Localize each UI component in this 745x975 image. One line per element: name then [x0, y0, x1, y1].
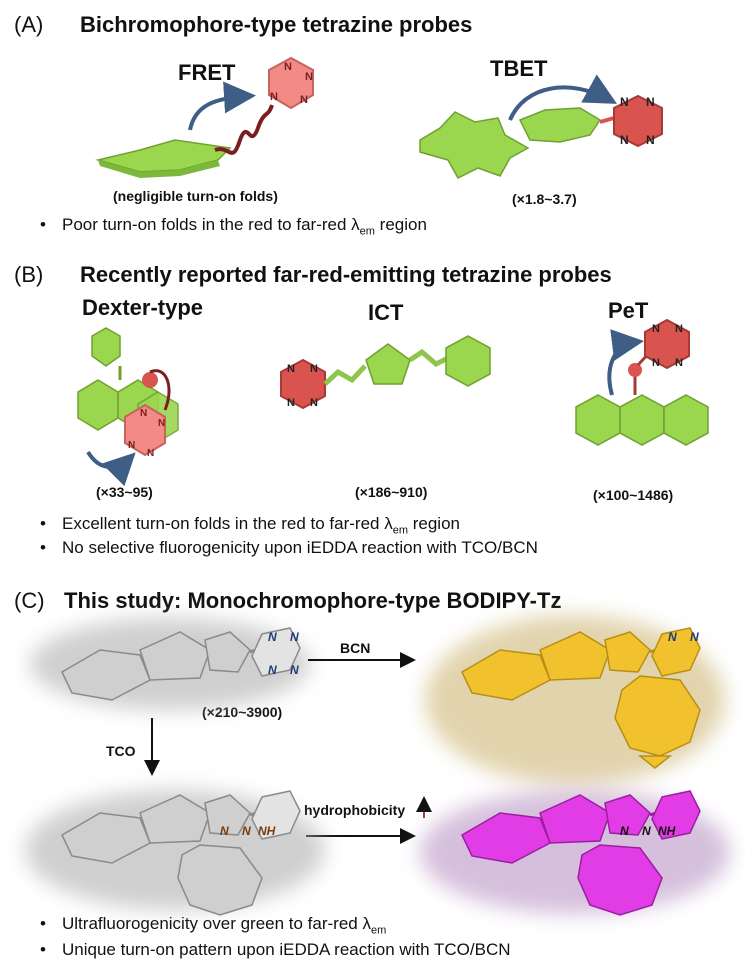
fret-label: FRET — [178, 60, 236, 85]
panel-c-bullet-2: •Unique turn-on pattern upon iEDDA react… — [40, 940, 511, 959]
bcn-product-molecule: N N — [425, 615, 725, 785]
magenta-product-molecule: N N NH — [420, 790, 730, 916]
n-atom: N — [290, 630, 299, 644]
n-atom: N — [284, 61, 292, 73]
panel-b-letter: (B) — [14, 262, 44, 287]
pet-tetrazine-ring: N N N N — [644, 318, 690, 370]
n-atom: N — [668, 630, 677, 644]
n-atom: N — [140, 408, 147, 419]
pet-fold: (×100~1486) — [593, 487, 674, 503]
n-atom: N — [287, 397, 295, 409]
bcn-label: BCN — [340, 640, 371, 656]
n-atom: N — [290, 663, 299, 677]
dexter-tetrazine-ring: N N N N — [124, 403, 166, 459]
n-atom: N — [646, 95, 655, 109]
fret-tetrazine-ring: N N N N — [268, 56, 314, 110]
tbet-tetrazine-ring: N N N N — [613, 94, 663, 148]
n-atom: N — [675, 323, 683, 335]
pet-molecule: N N N N — [575, 318, 709, 446]
n-atom: N — [652, 357, 660, 369]
dexter-fold: (×33~95) — [96, 484, 153, 500]
panel-a-bullet: •Poor turn-on folds in the red to far-re… — [40, 215, 427, 238]
tbet-label: TBET — [490, 56, 548, 81]
pet-label: PeT — [608, 298, 649, 323]
n-atom: N — [268, 630, 277, 644]
n-atom: N — [128, 440, 135, 451]
ict-molecule: N N N N — [280, 335, 491, 410]
panel-a-title: Bichromophore-type tetrazine probes — [80, 12, 473, 37]
n-atom: N — [690, 630, 699, 644]
fret-note: (negligible turn-on folds) — [113, 188, 278, 204]
tbet-energy-arrow — [508, 74, 618, 121]
panel-b-bullet-1: •Excellent turn-on folds in the red to f… — [40, 514, 460, 537]
ict-fold: (×186~910) — [355, 484, 428, 500]
n-atom: N — [646, 133, 655, 147]
n-atom: N — [305, 71, 313, 83]
nh-group: NH — [258, 824, 276, 838]
n-atom: N — [270, 91, 278, 103]
panel-c-bullet-1: •Ultrafluorogenicity over green to far-r… — [40, 914, 387, 937]
n-atom: N — [620, 824, 629, 838]
fret-molecule: N N N N — [95, 56, 314, 178]
n-atom: N — [652, 323, 660, 335]
panel-b-bullet-2: •No selective fluorogenicity upon iEDDA … — [40, 538, 538, 557]
bodipy-tetrazine-ring: N N N N — [251, 627, 301, 677]
n-atom: N — [158, 418, 165, 429]
bodipy-tz-molecule: N N N N — [30, 618, 310, 710]
n-atom: N — [268, 663, 277, 677]
ict-label: ICT — [368, 300, 404, 325]
dexter-molecule: N N N N — [77, 327, 179, 487]
nh-group: NH — [658, 824, 676, 838]
panel-b-title: Recently reported far-red-emitting tetra… — [80, 262, 612, 287]
tco-label: TCO — [106, 743, 136, 759]
tbet-fold: (×1.8~3.7) — [512, 191, 577, 207]
n-atom: N — [675, 357, 683, 369]
n-atom: N — [620, 95, 629, 109]
n-atom: N — [310, 363, 318, 375]
hydrophobicity-label: hydrophobicity — [304, 802, 406, 818]
n-atom: N — [642, 824, 651, 838]
n-atom: N — [620, 133, 629, 147]
n-atom: N — [242, 824, 251, 838]
n-atom: N — [220, 824, 229, 838]
panel-a-letter: (A) — [14, 12, 44, 37]
dexter-label: Dexter-type — [82, 295, 204, 320]
dexter-arrow — [86, 450, 136, 487]
n-atom: N — [287, 363, 295, 375]
tco-product-molecule: N N NH — [25, 790, 325, 916]
fret-energy-arrow — [188, 81, 256, 131]
tbet-molecule: N N N N — [419, 74, 663, 179]
pet-arrow — [607, 329, 644, 396]
ict-tetrazine-ring: N N N N — [280, 358, 326, 410]
n-atom: N — [300, 94, 308, 106]
panel-c-title: This study: Monochromophore-type BODIPY-… — [64, 588, 562, 613]
panel-c-letter: (C) — [14, 588, 45, 613]
n-atom: N — [147, 448, 154, 459]
n-atom: N — [310, 397, 318, 409]
fold-label: (×210~3900) — [202, 704, 283, 720]
